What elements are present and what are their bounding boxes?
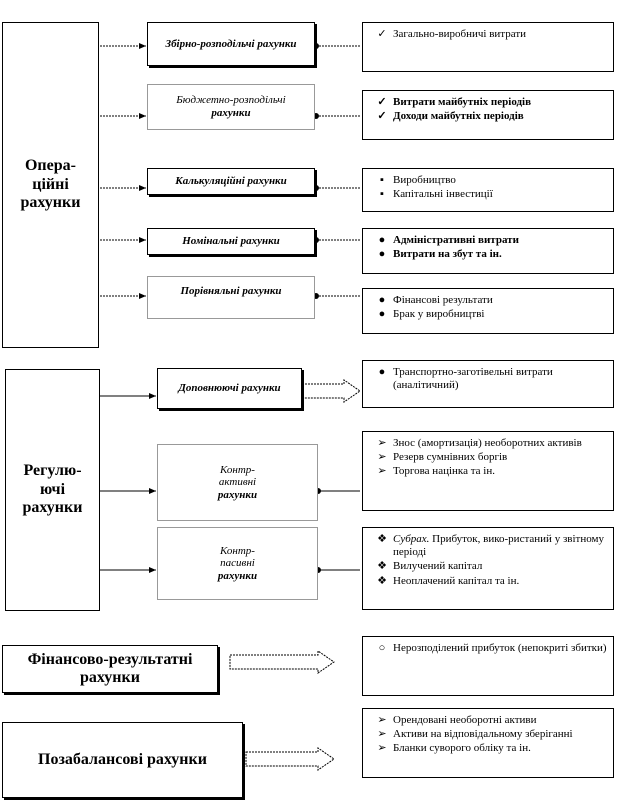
list-item: ▪Капітальні інвестиції	[373, 188, 607, 201]
right-box-1: ✓Загально-виробничі витрати	[362, 22, 614, 72]
middle-box-costing-label: Калькуляційні рахунки	[175, 175, 287, 188]
right-box-4: ●Адміністративні витрати ●Витрати на збу…	[362, 228, 614, 274]
list-item: ●Брак у виробництві	[373, 308, 607, 321]
financial-result-accounts-box: Фінансово-результатні рахунки	[2, 645, 218, 693]
dot-bullet-icon: ●	[378, 308, 386, 321]
list-item: ➢Резерв сумнівних боргів	[373, 451, 607, 464]
middle-box-supplementary: Доповнюючі рахунки	[157, 368, 302, 409]
middle-box-clearing-label: Збірно-розподільчі рахунки	[165, 37, 297, 50]
arrow-bullet-icon: ➢	[377, 437, 387, 449]
list-item: ●Транспортно-заготівельні витрати (аналі…	[373, 366, 607, 392]
list-item: ➢Орендовані необоротні активи	[373, 714, 607, 727]
dot-bullet-icon: ●	[378, 294, 386, 306]
middle-box-contra-active-line3: рахунки	[217, 488, 258, 501]
middle-box-contra-passive-line3: рахунки	[217, 569, 258, 582]
dot-bullet-icon: ●	[378, 248, 386, 261]
middle-box-contra-active-line2: активні	[218, 476, 257, 489]
arrow-bullet-icon: ➢	[377, 451, 387, 464]
list-item: ✓Витрати майбутніх періодів	[373, 96, 607, 109]
square-bullet-icon: ▪	[380, 174, 384, 186]
right-box-3: ▪Виробництво ▪Капітальні інвестиції	[362, 168, 614, 212]
middle-box-contra-active-line1: Контр-	[220, 463, 255, 476]
right-box-7: ➢Знос (амортизація) необоротних активів …	[362, 431, 614, 511]
list-item: ▪Виробництво	[373, 174, 607, 187]
middle-box-contra-active: Контр- активні рахунки	[157, 444, 318, 521]
right-box-2: ✓Витрати майбутніх періодів ✓Доходи майб…	[362, 90, 614, 140]
middle-box-budget-line1: Бюджетно-розподільчі	[176, 94, 286, 107]
middle-box-comparative: Порівняльні рахунки	[147, 276, 315, 319]
right-box-5: ●Фінансові результати ●Брак у виробництв…	[362, 288, 614, 334]
dot-bullet-icon: ●	[378, 234, 386, 246]
middle-box-budget: Бюджетно-розподільчі рахунки	[147, 84, 315, 130]
arrow-bullet-icon: ➢	[377, 742, 387, 755]
dot-bullet-icon: ●	[378, 366, 386, 378]
middle-box-contra-passive: Контр- пасивні рахунки	[157, 527, 318, 600]
square-bullet-icon: ▪	[380, 188, 384, 201]
list-item: ➢Знос (амортизація) необоротних активів	[373, 437, 607, 450]
middle-box-comparative-label: Порівняльні рахунки	[180, 285, 282, 297]
operational-accounts-box: Опера- ційні рахунки	[2, 22, 99, 348]
list-item: ❖Вилучений капітал	[373, 560, 607, 573]
diamond-bullet-icon: ❖	[377, 560, 387, 573]
list-item: ○Нерозподілений прибуток (непокриті збит…	[373, 642, 607, 655]
list-item: ➢Торгова націнка та ін.	[373, 465, 607, 478]
middle-box-contra-passive-line1: Контр-	[220, 544, 255, 557]
middle-box-supplementary-label: Доповнюючі рахунки	[178, 382, 281, 395]
list-item: ❖Неоплачений капітал та ін.	[373, 575, 607, 588]
list-item: ●Адміністративні витрати	[373, 234, 607, 247]
middle-box-clearing: Збірно-розподільчі рахунки	[147, 22, 315, 66]
list-item: ➢Активи на відповідальному зберіганні	[373, 728, 607, 741]
right-box-9: ○Нерозподілений прибуток (непокриті збит…	[362, 636, 614, 696]
middle-box-costing: Калькуляційні рахунки	[147, 168, 315, 195]
off-balance-accounts-box: Позабалансові рахунки	[2, 722, 243, 798]
check-icon: ✓	[377, 96, 387, 108]
arrow-bullet-icon: ➢	[377, 465, 387, 478]
middle-box-contra-passive-line2: пасивні	[220, 557, 255, 570]
check-icon: ✓	[377, 110, 387, 123]
diamond-bullet-icon: ❖	[377, 574, 387, 587]
list-item: ✓Доходи майбутніх періодів	[373, 110, 607, 123]
list-item: ➢Бланки суворого обліку та ін.	[373, 742, 607, 755]
arrow-bullet-icon: ➢	[377, 728, 387, 741]
circle-bullet-icon: ○	[378, 642, 386, 654]
middle-box-budget-line2: рахунки	[211, 107, 251, 119]
right-box-8: ❖Субрах. Прибуток, вико-ристаний у звітн…	[362, 527, 614, 610]
list-item: ●Фінансові результати	[373, 294, 607, 307]
regulating-accounts-box: Регулю- ючі рахунки	[5, 369, 100, 611]
list-item: ❖Субрах. Прибуток, вико-ристаний у звітн…	[373, 533, 607, 559]
middle-box-nominal: Номінальні рахунки	[147, 228, 315, 255]
check-icon: ✓	[377, 28, 387, 40]
right-box-6: ●Транспортно-заготівельні витрати (аналі…	[362, 360, 614, 408]
list-item: ●Витрати на збут та ін.	[373, 248, 607, 261]
right-box-10: ➢Орендовані необоротні активи ➢Активи на…	[362, 708, 614, 778]
arrow-bullet-icon: ➢	[377, 714, 387, 726]
middle-box-nominal-label: Номінальні рахунки	[182, 235, 280, 248]
diamond-bullet-icon: ❖	[377, 533, 387, 545]
list-item: ✓Загально-виробничі витрати	[373, 28, 607, 41]
